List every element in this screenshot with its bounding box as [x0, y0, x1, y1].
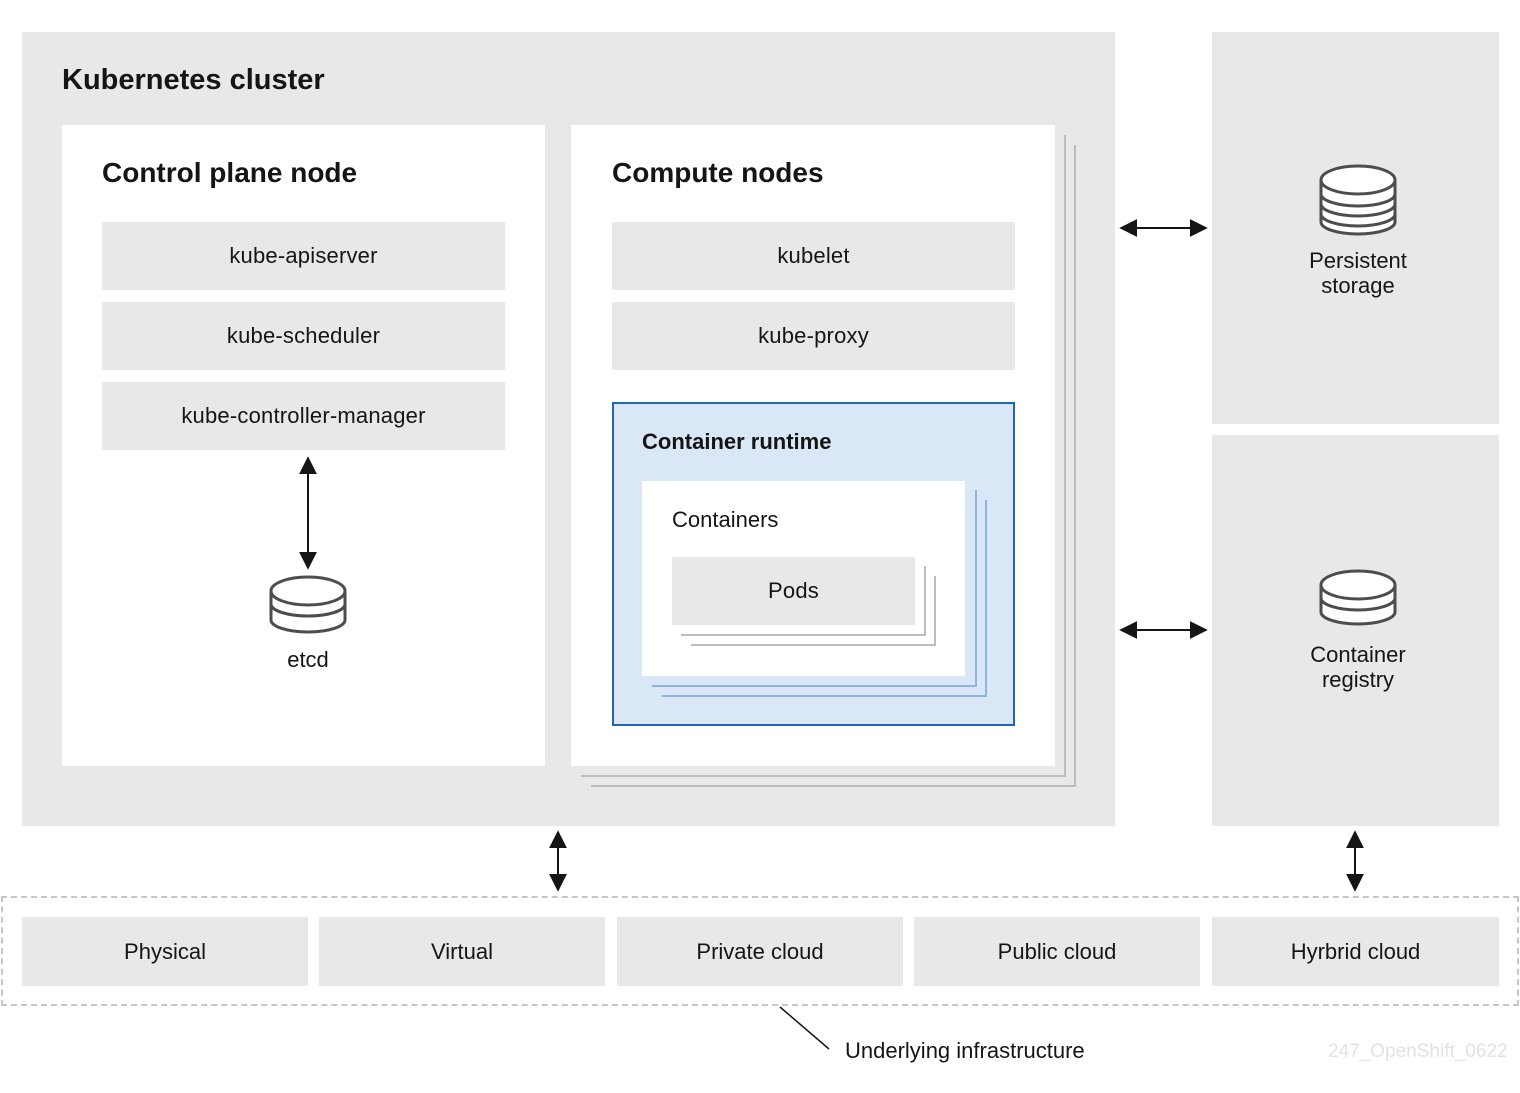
etcd-label: etcd	[287, 647, 329, 672]
kube-controller-manager-box: kube-controller-manager	[102, 382, 505, 450]
infra-hybrid-cloud: Hyrbrid cloud	[1212, 917, 1499, 986]
container-registry-label: Container registry	[1310, 642, 1406, 692]
persistent-storage-label: Persistent storage	[1309, 248, 1407, 298]
cluster-title: Kubernetes cluster	[62, 64, 325, 96]
pods-stack-back	[691, 576, 936, 646]
control-plane-title: Control plane node	[102, 157, 358, 188]
persistent-storage-database-icon	[1319, 164, 1397, 236]
container-registry-database-icon	[1319, 569, 1397, 626]
infrastructure-pointer	[779, 1006, 830, 1050]
container-runtime-title: Container runtime	[642, 429, 832, 454]
infra-public-cloud: Public cloud	[914, 917, 1200, 986]
kube-scheduler-box: kube-scheduler	[102, 302, 505, 370]
kubelet-box: kubelet	[612, 222, 1015, 290]
pods-box: Pods	[672, 557, 915, 625]
infrastructure-label: Underlying infrastructure	[845, 1038, 1085, 1063]
etcd-database-icon	[269, 575, 347, 634]
containers-title: Containers	[672, 507, 779, 532]
container-registry-panel	[1212, 435, 1499, 826]
infra-physical: Physical	[22, 917, 308, 986]
compute-node-stack-back	[591, 145, 1076, 787]
figure-watermark: 247_OpenShift_0622	[1328, 1041, 1508, 1062]
kube-proxy-box: kube-proxy	[612, 302, 1015, 370]
compute-nodes-title: Compute nodes	[612, 157, 824, 188]
kube-apiserver-box: kube-apiserver	[102, 222, 505, 290]
infra-virtual: Virtual	[319, 917, 605, 986]
infra-private-cloud: Private cloud	[617, 917, 903, 986]
containers-stack-back	[662, 500, 987, 697]
infrastructure-boundary	[1, 896, 1519, 1006]
